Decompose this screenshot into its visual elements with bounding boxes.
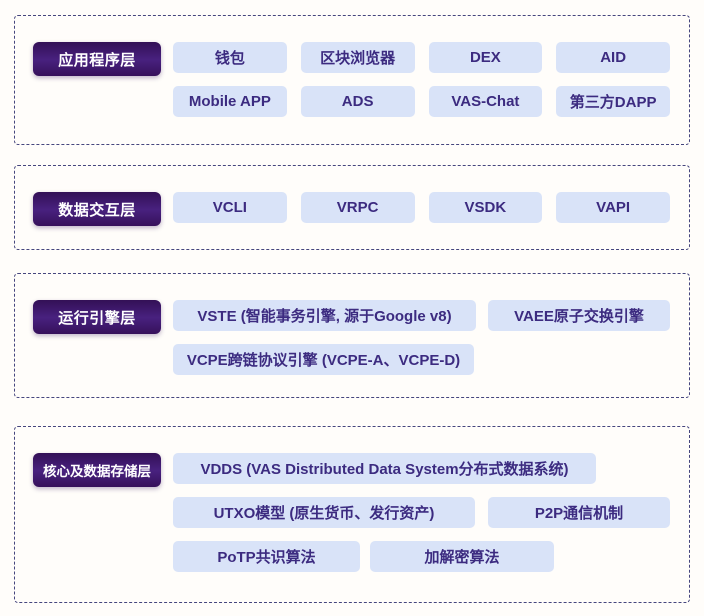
layer-rows-runtime-engine: VSTE (智能事务引擎, 源于Google v8) VAEE原子交换引擎 VCPE… — [173, 300, 670, 375]
layer-rows-core-storage: VDDS (VAS Distributed Data System分布式数据系统… — [173, 453, 670, 572]
component-box-data-interaction-0-3: VAPI — [556, 192, 670, 223]
component-box-application-1-0: Mobile APP — [173, 86, 287, 117]
component-box-runtime-engine-0-0: VSTE (智能事务引擎, 源于Google v8) — [173, 300, 476, 331]
component-box-application-1-2: VAS-Chat — [428, 86, 543, 117]
layer-row-application-0: 钱包区块浏览器 DEX AID — [173, 42, 670, 73]
component-box-application-0-1: 区块浏览器 — [300, 42, 415, 73]
component-box-application-0-2: DEX — [428, 42, 543, 73]
component-box-application-1-1: ADS — [300, 86, 415, 117]
layer-row-core-storage-0: VDDS (VAS Distributed Data System分布式数据系统… — [173, 453, 670, 484]
component-box-data-interaction-0-0: VCLI — [173, 192, 287, 223]
layer-row-core-storage-2: PoTP共识算法加解密算法 — [173, 541, 670, 572]
component-box-core-storage-1-1: P2P通信机制 — [488, 497, 670, 528]
layer-label-application: 应用程序层 — [33, 42, 161, 76]
component-box-core-storage-2-0: PoTP共识算法 — [173, 541, 360, 572]
layer-core-storage: 核心及数据存储层 VDDS (VAS Distributed Data Syste… — [14, 426, 690, 603]
layer-label-runtime-engine: 运行引擎层 — [33, 300, 161, 334]
layer-rows-data-interaction: VCLI VRPC VSDK VAPI — [173, 192, 670, 223]
layer-label-data-interaction: 数据交互层 — [33, 192, 161, 226]
component-box-application-0-0: 钱包 — [173, 42, 287, 73]
layer-runtime-engine: 运行引擎层 VSTE (智能事务引擎, 源于Google v8) VAEE原子交换引… — [14, 273, 690, 398]
component-box-core-storage-1-0: UTXO模型 (原生货币、发行资产) — [173, 497, 475, 528]
layer-row-application-1: Mobile APP ADS VAS-Chat 第三方DAPP — [173, 86, 670, 117]
layer-row-data-interaction-0: VCLI VRPC VSDK VAPI — [173, 192, 670, 223]
component-box-application-0-3: AID — [556, 42, 670, 73]
layer-row-core-storage-1: UTXO模型 (原生货币、发行资产) P2P通信机制 — [173, 497, 670, 528]
layer-data-interaction: 数据交互层 VCLI VRPC VSDK VAPI — [14, 165, 690, 250]
component-box-runtime-engine-0-1: VAEE原子交换引擎 — [488, 300, 670, 331]
component-box-data-interaction-0-1: VRPC — [300, 192, 415, 223]
layer-rows-application: 钱包区块浏览器 DEX AID Mobile APP ADS VAS-Chat 第三方DAP… — [173, 42, 670, 117]
component-box-core-storage-2-1: 加解密算法 — [370, 541, 554, 572]
layer-row-runtime-engine-0: VSTE (智能事务引擎, 源于Google v8) VAEE原子交换引擎 — [173, 300, 670, 331]
layer-label-core-storage: 核心及数据存储层 — [33, 453, 161, 487]
layer-application: 应用程序层钱包区块浏览器 DEX AID Mobile APP ADS VAS-Chat 第… — [14, 15, 690, 145]
layer-row-runtime-engine-1: VCPE跨链协议引擎 (VCPE-A、VCPE-D) — [173, 344, 670, 375]
component-box-data-interaction-0-2: VSDK — [428, 192, 543, 223]
component-box-core-storage-0-0: VDDS (VAS Distributed Data System分布式数据系统… — [173, 453, 596, 484]
component-box-application-1-3: 第三方DAPP — [556, 86, 670, 117]
component-box-runtime-engine-1-0: VCPE跨链协议引擎 (VCPE-A、VCPE-D) — [173, 344, 474, 375]
